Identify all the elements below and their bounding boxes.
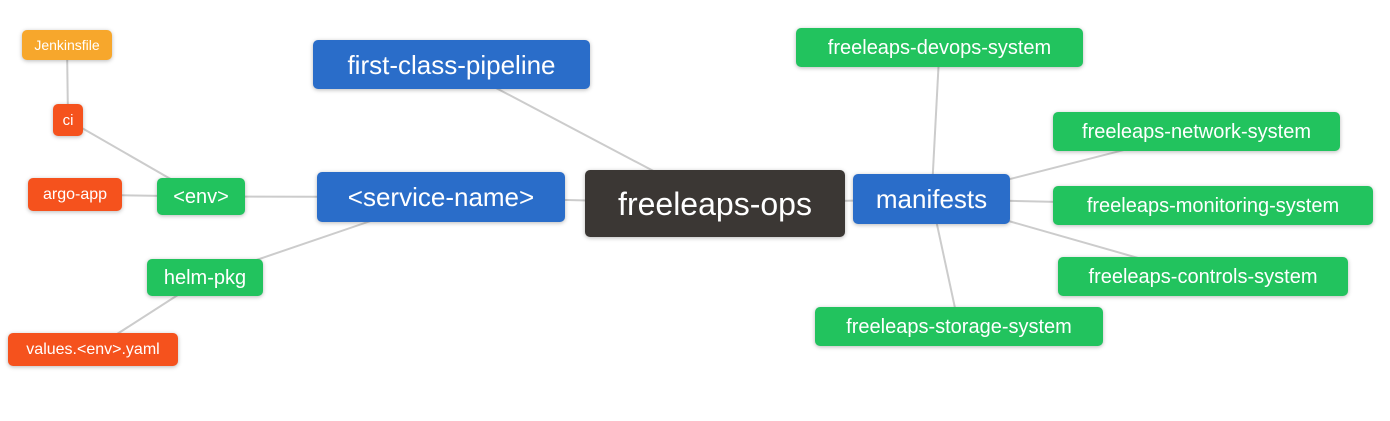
node-ci[interactable]: ci [53, 104, 83, 136]
node-values-env-yaml[interactable]: values.<env>.yaml [8, 333, 178, 366]
node-network-system[interactable]: freeleaps-network-system [1053, 112, 1340, 151]
node-freeleaps-ops[interactable]: freeleaps-ops [585, 170, 845, 237]
node-monitoring-system[interactable]: freeleaps-monitoring-system [1053, 186, 1373, 225]
node-helm-pkg[interactable]: helm-pkg [147, 259, 263, 296]
node-env[interactable]: <env> [157, 178, 245, 215]
node-manifests[interactable]: manifests [853, 174, 1010, 224]
node-jenkinsfile[interactable]: Jenkinsfile [22, 30, 112, 60]
node-storage-system[interactable]: freeleaps-storage-system [815, 307, 1103, 346]
edge-manifests-devops-system [930, 47, 941, 200]
node-first-class-pipeline[interactable]: first-class-pipeline [313, 40, 590, 89]
node-service-name[interactable]: <service-name> [317, 172, 565, 222]
node-devops-system[interactable]: freeleaps-devops-system [796, 28, 1083, 67]
node-controls-system[interactable]: freeleaps-controls-system [1058, 257, 1348, 296]
node-argo-app[interactable]: argo-app [28, 178, 122, 211]
